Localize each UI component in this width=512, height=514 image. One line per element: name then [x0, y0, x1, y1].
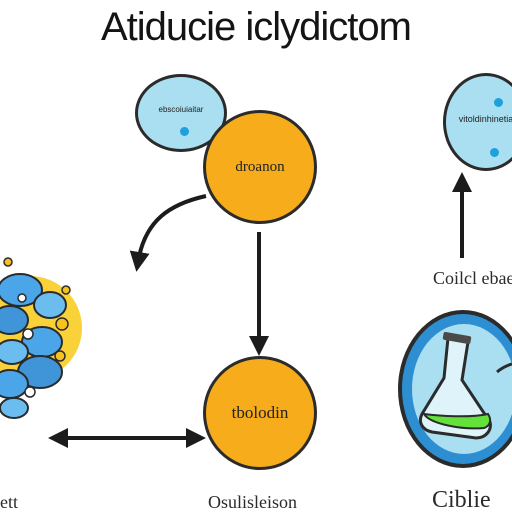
top-left-blue-node-dot [180, 127, 189, 136]
bottom-orange-node: tbolodin [203, 356, 317, 470]
bottom-left-caption: ett [0, 492, 18, 512]
top-right-blue-node-dot-2 [490, 148, 499, 157]
top-right-blue-node: vitoldinhinetia [443, 73, 512, 171]
bottom-orange-node-label: tbolodin [231, 403, 289, 422]
diagram-title: Atiducie iclydictom [100, 5, 412, 49]
bottom-center-caption: Osulisleison [208, 492, 298, 512]
right-middle-caption: Coilcl ebaeon [433, 268, 512, 288]
top-orange-node: droanon [203, 110, 317, 224]
top-orange-node-label: droanon [235, 158, 285, 175]
molecule-cluster-icon [0, 257, 82, 419]
bottom-right-caption: Ciblie [432, 487, 491, 513]
top-right-blue-node-label: vitoldinhinetia [458, 114, 512, 124]
top-left-blue-node-label: ebscoiuiaitar [158, 104, 204, 114]
curved-arrow-left [129, 194, 207, 272]
flask-icon [418, 331, 512, 440]
top-right-blue-node-dot-1 [494, 98, 503, 107]
